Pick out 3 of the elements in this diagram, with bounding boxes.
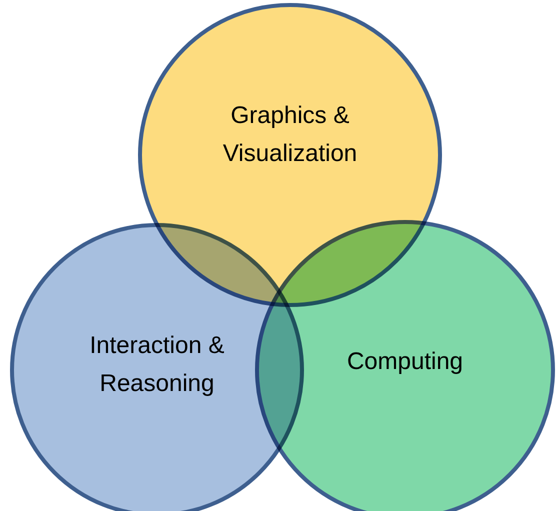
circle-label: Graphics & Visualization <box>222 101 358 169</box>
circle-label: Interaction & Reasoning <box>88 331 226 399</box>
circle-label: Computing <box>346 347 464 377</box>
